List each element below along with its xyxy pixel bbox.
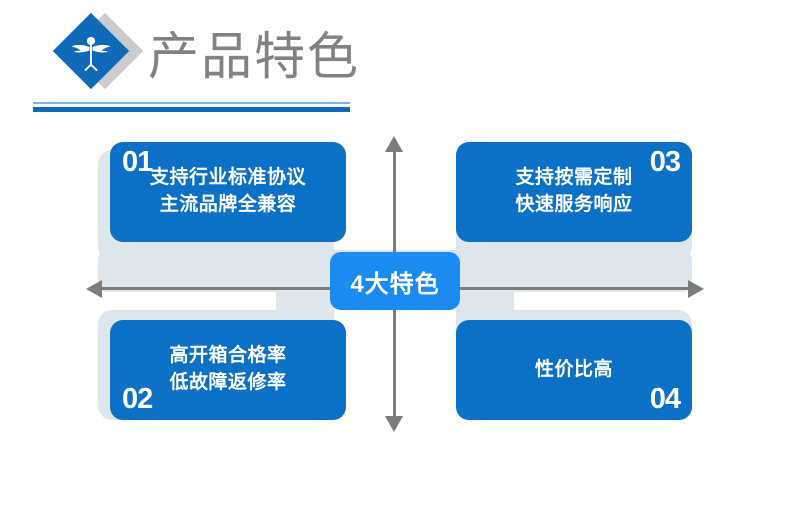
feature-card-04[interactable]: 04 性价比高 xyxy=(456,320,692,420)
feature-card-03-number: 03 xyxy=(649,146,681,178)
feature-card-04-line1: 性价比高 xyxy=(534,358,613,380)
feature-card-01[interactable]: 01 支持行业标准协议 主流品牌全兼容 xyxy=(110,142,346,242)
feature-card-03-line1: 支持按需定制 xyxy=(515,167,633,189)
feature-card-03[interactable]: 03 支持按需定制 快速服务响应 xyxy=(456,142,692,242)
winged-figure-icon xyxy=(71,36,111,71)
feature-card-01-line1: 支持行业标准协议 xyxy=(149,167,306,189)
arrow-right-icon xyxy=(688,280,704,298)
feature-card-04-number: 04 xyxy=(649,383,681,415)
slide-header: 产品特色 xyxy=(0,0,790,120)
feature-card-01-number: 01 xyxy=(122,146,153,178)
feature-card-02-line1: 高开箱合格率 xyxy=(169,345,287,367)
arrow-up-icon xyxy=(385,136,403,152)
title-divider-thin xyxy=(33,102,350,104)
feature-card-03-text: 支持按需定制 快速服务响应 xyxy=(456,142,692,242)
feature-card-02-text: 高开箱合格率 低故障返修率 xyxy=(110,320,346,420)
feature-card-04-text: 性价比高 xyxy=(456,320,692,420)
arrow-down-icon xyxy=(385,416,403,432)
feature-card-02[interactable]: 02 高开箱合格率 低故障返修率 xyxy=(110,320,346,420)
title-divider-thick xyxy=(33,107,350,112)
center-hub-label[interactable]: 4大特色 xyxy=(330,252,460,310)
arrow-left-icon xyxy=(86,280,102,298)
page-title: 产品特色 xyxy=(148,28,361,85)
feature-card-01-line2: 主流品牌全兼容 xyxy=(159,194,297,215)
feature-card-03-line2: 快速服务响应 xyxy=(515,194,633,215)
brand-logo xyxy=(52,12,156,102)
feature-card-02-line2: 低故障返修率 xyxy=(169,372,287,393)
feature-card-02-number: 02 xyxy=(122,383,153,415)
feature-diagram: 01 支持行业标准协议 主流品牌全兼容 03 支持按需定制 快速服务响应 02 … xyxy=(0,120,790,440)
feature-card-01-text: 支持行业标准协议 主流品牌全兼容 xyxy=(110,142,346,242)
